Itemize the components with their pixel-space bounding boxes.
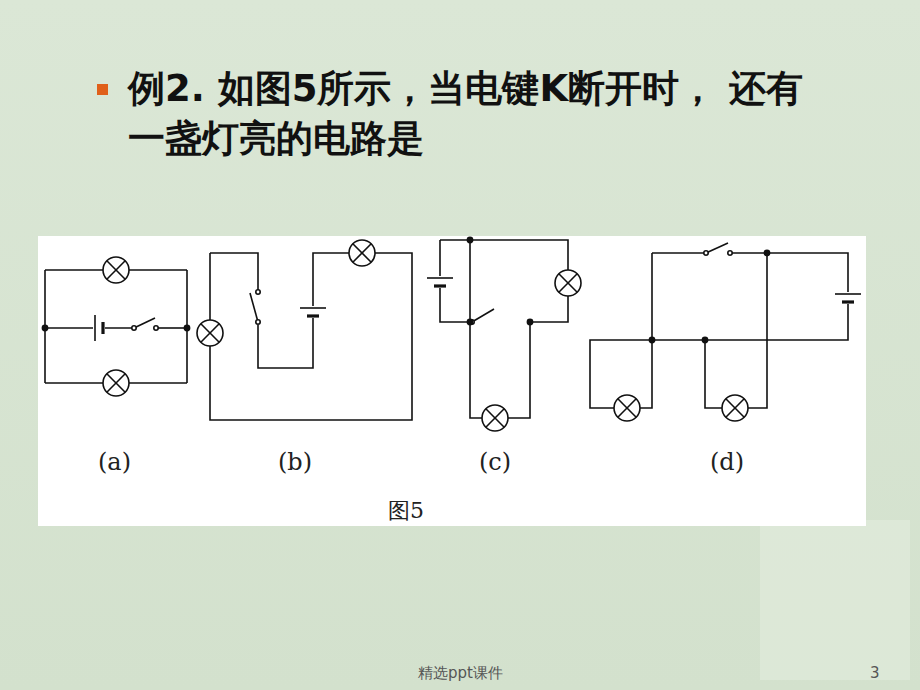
- lamp-symbol: [103, 257, 129, 283]
- switch-symbol: [132, 318, 158, 330]
- lamp-symbol: [349, 240, 375, 266]
- wire: [45, 382, 103, 384]
- wire: [532, 296, 568, 322]
- battery-symbol: [834, 292, 862, 304]
- decor-pattern: [760, 520, 910, 680]
- junction-dot: [42, 325, 47, 330]
- junction-dot: [764, 250, 769, 255]
- switch-symbol: [250, 290, 260, 324]
- junction-dot: [527, 319, 532, 324]
- lamp-symbol: [722, 395, 748, 421]
- wire: [652, 252, 704, 254]
- wire: [590, 253, 848, 408]
- wire: [45, 327, 132, 329]
- wire: [705, 340, 722, 408]
- sub-figure-label: (c): [479, 448, 511, 476]
- wire: [508, 322, 530, 418]
- page-number: 3: [870, 664, 880, 682]
- wire: [210, 253, 412, 420]
- footer-text: 精选ppt课件: [418, 664, 503, 683]
- switch-symbol: [470, 309, 532, 324]
- junction-dot: [702, 337, 707, 342]
- battery-symbol: [299, 306, 327, 318]
- lamp-symbol: [614, 395, 640, 421]
- lamp-symbol: [482, 405, 508, 431]
- wire: [640, 253, 652, 408]
- wire: [209, 253, 211, 320]
- sub-figure-label: (b): [278, 448, 312, 476]
- junction-dot: [649, 337, 654, 342]
- wire: [129, 269, 187, 271]
- wire: [470, 240, 482, 418]
- junction-dot: [467, 319, 472, 324]
- battery-symbol: [93, 314, 105, 342]
- battery-symbol: [426, 276, 454, 288]
- slide-title: 例2. 如图5所示，当电键K断开时， 还有一盏灯亮的电路是: [128, 64, 828, 164]
- wire: [440, 240, 568, 270]
- sub-figure-label: (a): [98, 448, 131, 476]
- wire: [258, 253, 349, 368]
- wire: [129, 382, 187, 384]
- wire: [45, 269, 103, 271]
- switch-symbol: [704, 243, 732, 255]
- figure-caption: 图5: [388, 496, 424, 526]
- wire: [158, 327, 187, 329]
- wire: [210, 253, 258, 290]
- junction-dot: [467, 237, 472, 242]
- lamp-symbol: [103, 370, 129, 396]
- wire: [748, 253, 767, 408]
- lamp-symbol: [197, 320, 223, 346]
- figure-panel: [38, 236, 866, 526]
- sub-figure-label: (d): [710, 448, 744, 476]
- junction-dot: [184, 325, 189, 330]
- lamp-symbol: [555, 270, 581, 296]
- bullet: [97, 84, 108, 95]
